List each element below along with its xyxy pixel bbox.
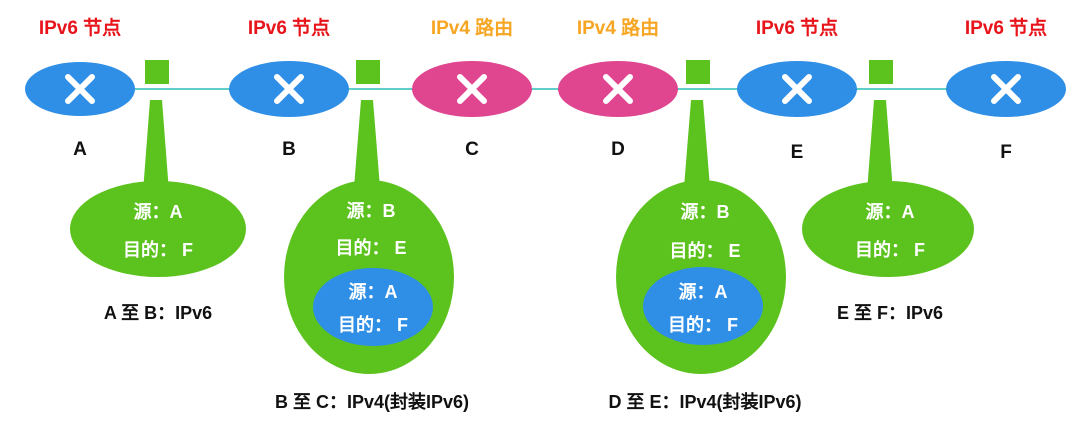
- link-box-ef[interactable]: [869, 60, 893, 84]
- node-title-c: IPv4 路由: [431, 16, 513, 39]
- node-d-icon[interactable]: [558, 61, 678, 117]
- packet-bubble-ef: 源：A 目的： F: [802, 181, 974, 277]
- node-b-icon[interactable]: [229, 61, 349, 117]
- node-label-b: B: [282, 139, 296, 160]
- node-a-icon[interactable]: [25, 62, 135, 116]
- packet-bc-inner-src: 源：A: [349, 281, 398, 302]
- packet-bc-inner-dst: 目的： F: [338, 314, 408, 335]
- packet-caption-de: D 至 E：IPv4(封装IPv6): [608, 391, 801, 412]
- callout-pointer-ab: [142, 100, 170, 205]
- packet-bubble-de: 源：B 目的： E 源：A 目的： F: [616, 180, 786, 374]
- packet-de-inner: [643, 267, 763, 345]
- packet-caption-ab: A 至 B：IPv6: [104, 303, 212, 323]
- link-box-ab[interactable]: [145, 60, 169, 84]
- packet-ab-src: 源：A: [134, 201, 183, 222]
- node-title-e: IPv6 节点: [756, 17, 838, 39]
- packet-bc-inner: [313, 268, 433, 346]
- packet-bubble-ab: 源：A 目的： F: [70, 181, 246, 277]
- callout-pointer-bc: [353, 100, 381, 200]
- node-title-a: IPv6 节点: [39, 17, 121, 39]
- link-box-bc[interactable]: [356, 60, 380, 84]
- packet-ab-dst: 目的： F: [123, 239, 193, 260]
- packet-bubble-bc: 源：B 目的： E 源：A 目的： F: [284, 180, 454, 374]
- packet-de-src: 源：B: [681, 201, 730, 222]
- packet-ef-dst: 目的： F: [855, 239, 925, 260]
- callout-pointer-de: [683, 100, 711, 200]
- node-title-d: IPv4 路由: [577, 16, 659, 39]
- node-c-icon[interactable]: [412, 61, 532, 117]
- node-label-e: E: [791, 142, 804, 163]
- callout-pointer-ef: [866, 100, 894, 205]
- node-label-d: D: [611, 139, 625, 160]
- packet-ef-src: 源：A: [866, 201, 915, 222]
- packet-bc-dst: 目的： E: [335, 237, 406, 258]
- link-box-de[interactable]: [686, 60, 710, 84]
- packet-caption-bc: B 至 C：IPv4(封装IPv6): [275, 391, 469, 412]
- packet-caption-ef: E 至 F：IPv6: [837, 303, 943, 323]
- node-e-icon[interactable]: [737, 61, 857, 117]
- node-label-f: F: [1000, 142, 1012, 163]
- packet-de-inner-dst: 目的： F: [668, 314, 738, 335]
- node-title-f: IPv6 节点: [965, 17, 1047, 39]
- packet-de-dst: 目的： E: [669, 240, 740, 261]
- node-label-c: C: [465, 139, 479, 160]
- node-f-icon[interactable]: [946, 61, 1066, 117]
- packet-de-inner-src: 源：A: [679, 281, 728, 302]
- packet-bc-src: 源：B: [347, 200, 396, 221]
- node-label-a: A: [73, 139, 87, 160]
- node-title-b: IPv6 节点: [248, 17, 330, 39]
